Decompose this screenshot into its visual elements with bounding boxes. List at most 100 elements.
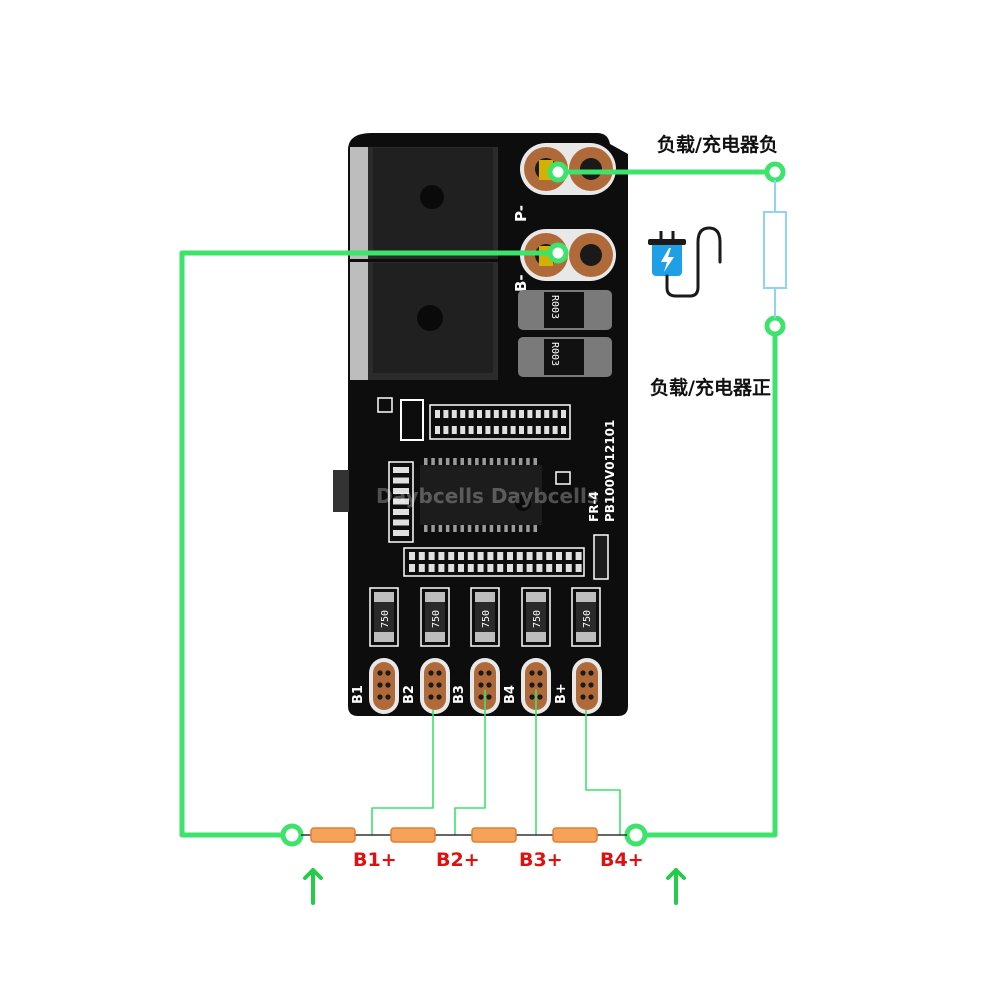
balance-resistor-4-label: 750 — [532, 610, 543, 628]
component-pin — [536, 564, 543, 572]
component-pin — [477, 426, 482, 434]
component-pin — [535, 426, 541, 434]
terminal-battery-positive — [624, 823, 648, 847]
component-pin — [527, 426, 533, 434]
component-pin — [536, 552, 543, 560]
component-pin — [477, 552, 484, 560]
watermark: Daybcells Daybcells — [376, 484, 599, 508]
component-pin — [477, 564, 484, 572]
balance-resistor-4: 750 — [521, 587, 551, 647]
component-pin — [458, 552, 464, 560]
component-pin — [493, 426, 499, 434]
component-pin — [418, 564, 425, 572]
balance-resistor-3: 750 — [470, 587, 500, 647]
shunt-resistor-2: R003 — [518, 337, 612, 377]
cell-label-b3-plus: B3+ — [519, 849, 563, 871]
wire-b-plus-balance — [585, 709, 621, 836]
component-pin — [448, 552, 455, 560]
component-pin — [393, 530, 409, 536]
component-pin — [552, 410, 558, 418]
load-resistor — [763, 180, 787, 318]
terminal-load-positive — [764, 315, 786, 337]
component-pin — [489, 525, 494, 532]
terminal-b-minus — [547, 242, 569, 264]
shunt-resistor-2-label: R003 — [549, 342, 560, 366]
battery-cell-4 — [552, 827, 598, 843]
component-pin — [516, 552, 523, 560]
component-pin — [502, 410, 508, 418]
load-charger-negative-label: 负载/充电器负 — [657, 134, 778, 156]
balance-pad-b4 — [521, 658, 551, 714]
component-pin — [409, 564, 415, 572]
component-pin — [451, 410, 457, 418]
component-pin — [556, 564, 562, 572]
charger-icon — [648, 226, 722, 298]
component-pin — [475, 458, 479, 465]
component-pin — [544, 410, 550, 418]
balance-resistor-1: 750 — [369, 587, 399, 647]
component-pin — [467, 525, 472, 532]
balance-pad-b2 — [420, 658, 450, 714]
component-pin — [546, 552, 553, 560]
component-pin — [445, 458, 450, 465]
component-pin — [393, 477, 409, 484]
component-pin — [507, 564, 513, 572]
balance-pad-b-plus — [572, 658, 602, 714]
battery-cell-1 — [310, 827, 356, 843]
component-pin — [502, 426, 508, 434]
component-pin — [487, 552, 494, 560]
wire-b-minus-to-battery — [179, 250, 561, 838]
component-pin — [511, 458, 516, 465]
arrow-up-icon — [303, 868, 323, 905]
p-minus-silk: P- — [512, 205, 530, 222]
component-pin — [497, 458, 501, 465]
component-pin — [497, 525, 501, 532]
component-pin — [519, 426, 524, 434]
board-small-text: FR-4 — [587, 491, 601, 522]
component-pin — [467, 458, 472, 465]
component-pin — [477, 410, 482, 418]
wire-load-positive-to-battery — [635, 323, 778, 838]
component-pin — [451, 426, 457, 434]
component-pin — [565, 564, 572, 572]
component-pin — [453, 525, 457, 532]
component-pin — [438, 552, 445, 560]
balance-resistor-2: 750 — [420, 587, 450, 647]
component-pin — [575, 564, 582, 572]
cell-label-b1-plus: B1+ — [353, 849, 397, 871]
component-pin — [518, 458, 523, 465]
component-pin — [435, 426, 440, 434]
component-pin — [460, 410, 466, 418]
component-pin — [393, 488, 409, 494]
wiring — [179, 169, 778, 838]
component-pin — [467, 564, 474, 572]
component-pin — [526, 564, 533, 572]
component-pin — [533, 458, 537, 465]
component-pin — [533, 525, 537, 532]
component-pin — [418, 552, 425, 560]
battery-cell-3 — [471, 827, 517, 843]
balance-label-b1: B1 — [351, 685, 366, 704]
component-pin — [393, 509, 409, 515]
terminal-load-negative — [764, 161, 786, 183]
component-pin — [482, 458, 486, 465]
b-minus-silk: B- — [512, 274, 530, 292]
component-pin — [485, 426, 491, 434]
component-pin — [526, 525, 530, 532]
battery-cell-2 — [390, 827, 436, 843]
bms-ic-chip — [420, 458, 542, 532]
component-pin — [487, 564, 494, 572]
component-pin — [504, 458, 508, 465]
balance-label-b-plus: B+ — [554, 683, 569, 704]
component-pin — [511, 525, 516, 532]
component-pin — [493, 410, 499, 418]
component-pin — [468, 410, 474, 418]
component-pin — [458, 564, 464, 572]
component-pin — [475, 525, 479, 532]
component-pin — [519, 410, 524, 418]
component-pin — [516, 564, 523, 572]
component-pin — [497, 564, 504, 572]
component-pin — [445, 525, 450, 532]
component-pin — [561, 426, 566, 434]
